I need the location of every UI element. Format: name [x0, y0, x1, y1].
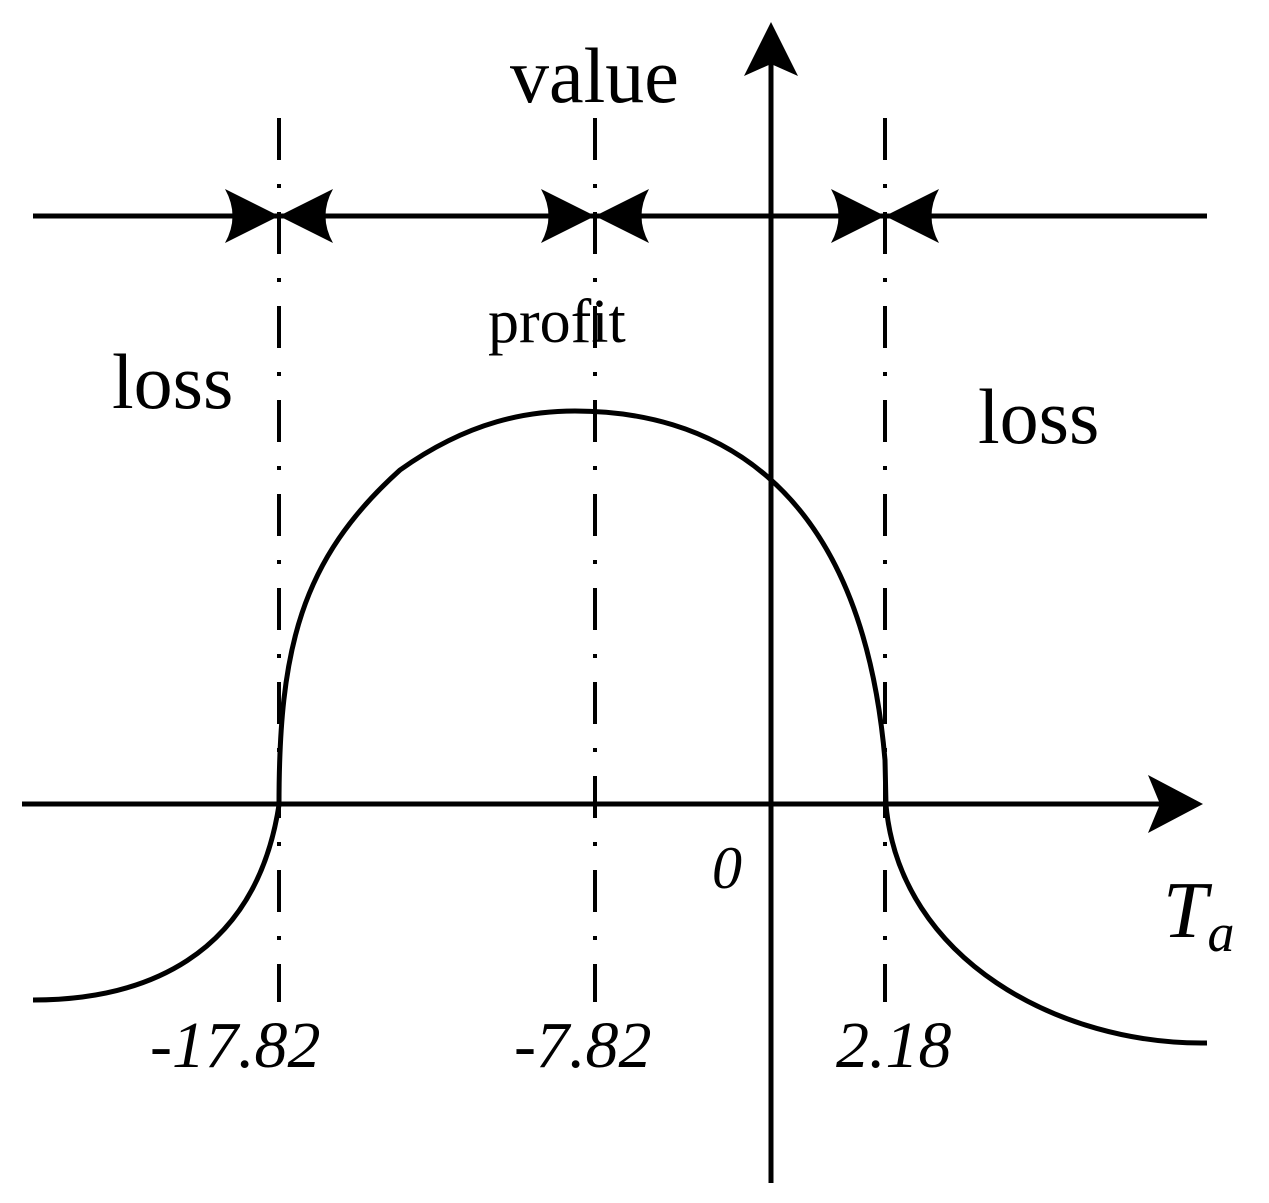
x-axis-label-main: T: [1163, 867, 1213, 955]
converging-arrows-right: [831, 189, 939, 243]
y-axis-label: value: [510, 32, 679, 119]
marker-label-left: -17.82: [150, 1009, 320, 1082]
x-axis-label-subscript: a: [1208, 903, 1235, 963]
marker-label-right: 2.18: [836, 1009, 952, 1082]
x-axis-label: Ta: [1163, 867, 1235, 963]
arrow-left-pointing: [279, 189, 333, 243]
converging-arrows-middle: [541, 189, 649, 243]
arrow-right-pointing: [541, 189, 595, 243]
region-label-middle: profit: [488, 288, 626, 356]
arrow-left-pointing: [885, 189, 939, 243]
arrow-right-pointing: [831, 189, 885, 243]
arrow-left-pointing: [595, 189, 649, 243]
region-label-left: loss: [112, 338, 233, 425]
x-axis-arrow: [1148, 775, 1203, 833]
value-curve: [32, 408, 1208, 1046]
converging-arrows-left: [225, 189, 333, 243]
origin-label: 0: [712, 835, 742, 901]
y-axis-arrow: [744, 22, 798, 76]
arrow-right-pointing: [225, 189, 279, 243]
marker-label-middle: -7.82: [514, 1009, 651, 1082]
region-label-right: loss: [978, 373, 1099, 460]
